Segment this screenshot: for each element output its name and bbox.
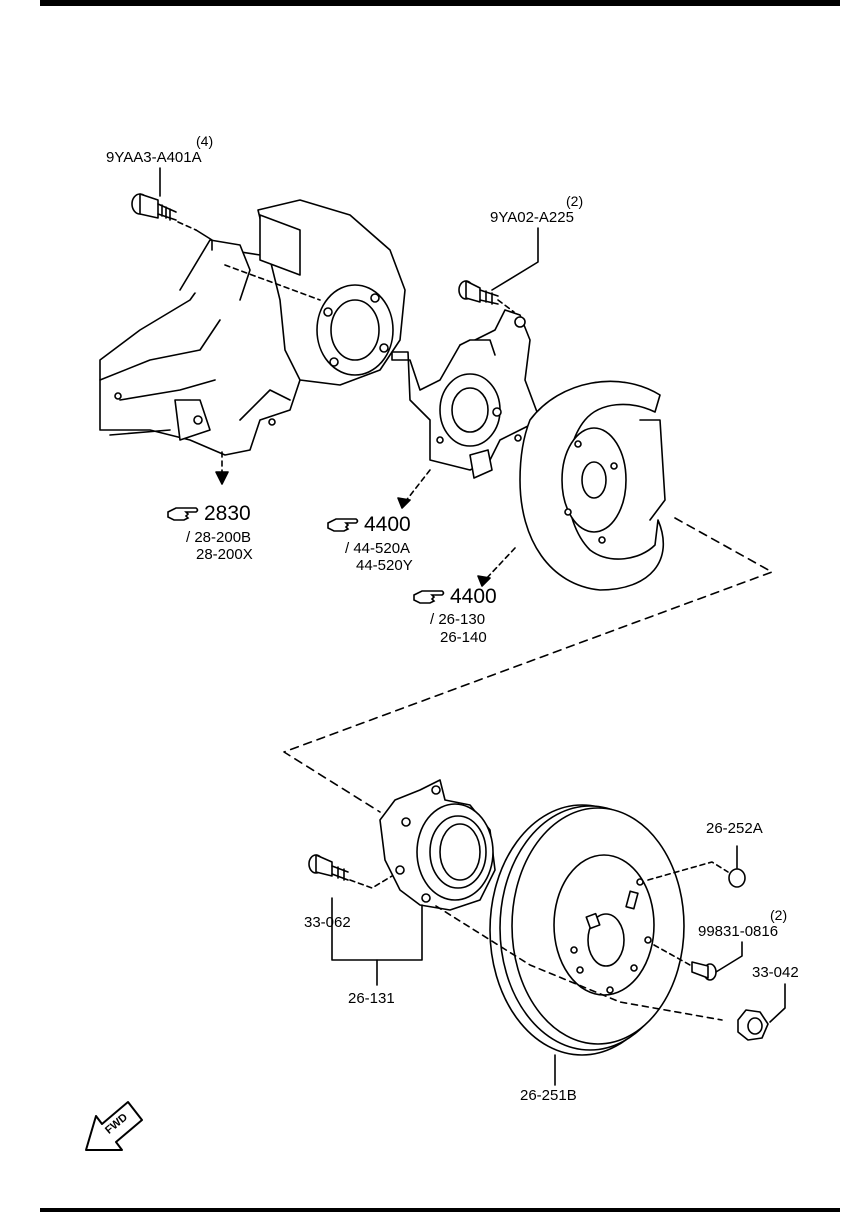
ref-knuckle-sub2: 28-200X bbox=[196, 546, 253, 563]
hand-pointer-icon bbox=[413, 590, 445, 604]
wheel-hub bbox=[379, 779, 496, 911]
ref-dust-shield-sub2: 26-140 bbox=[440, 629, 487, 646]
caliper-bracket bbox=[391, 309, 541, 479]
qty-bolt-bracket: (2) bbox=[566, 193, 584, 209]
lock-nut-icon bbox=[737, 1009, 769, 1041]
bolt-33-062-icon bbox=[308, 854, 349, 881]
top-border bbox=[40, 0, 840, 6]
part-9yaa3-a401a: 9YAA3-A401A bbox=[106, 149, 202, 166]
part-99831-0816: 99831-0816 bbox=[698, 923, 779, 940]
bolt-9ya02-icon bbox=[458, 280, 499, 305]
ref-bracket-sub1: / 44-520A bbox=[345, 540, 411, 557]
steering-knuckle bbox=[99, 199, 406, 456]
hub-cap-icon bbox=[728, 868, 746, 888]
ref-dust-shield[interactable]: 4400 bbox=[412, 586, 497, 608]
part-26-252a: 26-252A bbox=[706, 820, 763, 837]
ref-bracket[interactable]: 4400 bbox=[326, 514, 411, 536]
dust-shield bbox=[519, 380, 666, 591]
ref-bracket-sub2: 44-520Y bbox=[356, 557, 413, 574]
ref-knuckle-page: 2830 bbox=[204, 502, 251, 525]
hand-pointer-icon bbox=[327, 518, 359, 532]
part-33-062: 33-062 bbox=[304, 914, 351, 931]
part-26-131: 26-131 bbox=[348, 990, 395, 1007]
ref-knuckle-sub1: / 28-200B bbox=[186, 529, 252, 546]
fwd-arrow-icon bbox=[85, 1101, 143, 1151]
part-9ya02-a225: 9YA02-A225 bbox=[490, 209, 574, 226]
ref-knuckle[interactable]: 2830 bbox=[166, 503, 251, 525]
bolt-9yaa3-icon bbox=[131, 193, 177, 221]
part-33-042: 33-042 bbox=[752, 964, 799, 981]
screw-icon bbox=[691, 961, 717, 981]
qty-screw: (2) bbox=[770, 907, 788, 923]
qty-bolt-top: (4) bbox=[196, 133, 214, 149]
brake-disc bbox=[489, 804, 685, 1056]
ref-dust-shield-page: 4400 bbox=[450, 585, 497, 608]
ref-bracket-page: 4400 bbox=[364, 513, 411, 536]
ref-dust-shield-sub1: / 26-130 bbox=[430, 611, 486, 628]
hand-pointer-icon bbox=[167, 507, 199, 521]
part-26-251b: 26-251B bbox=[520, 1087, 577, 1104]
bottom-border bbox=[40, 1208, 840, 1212]
